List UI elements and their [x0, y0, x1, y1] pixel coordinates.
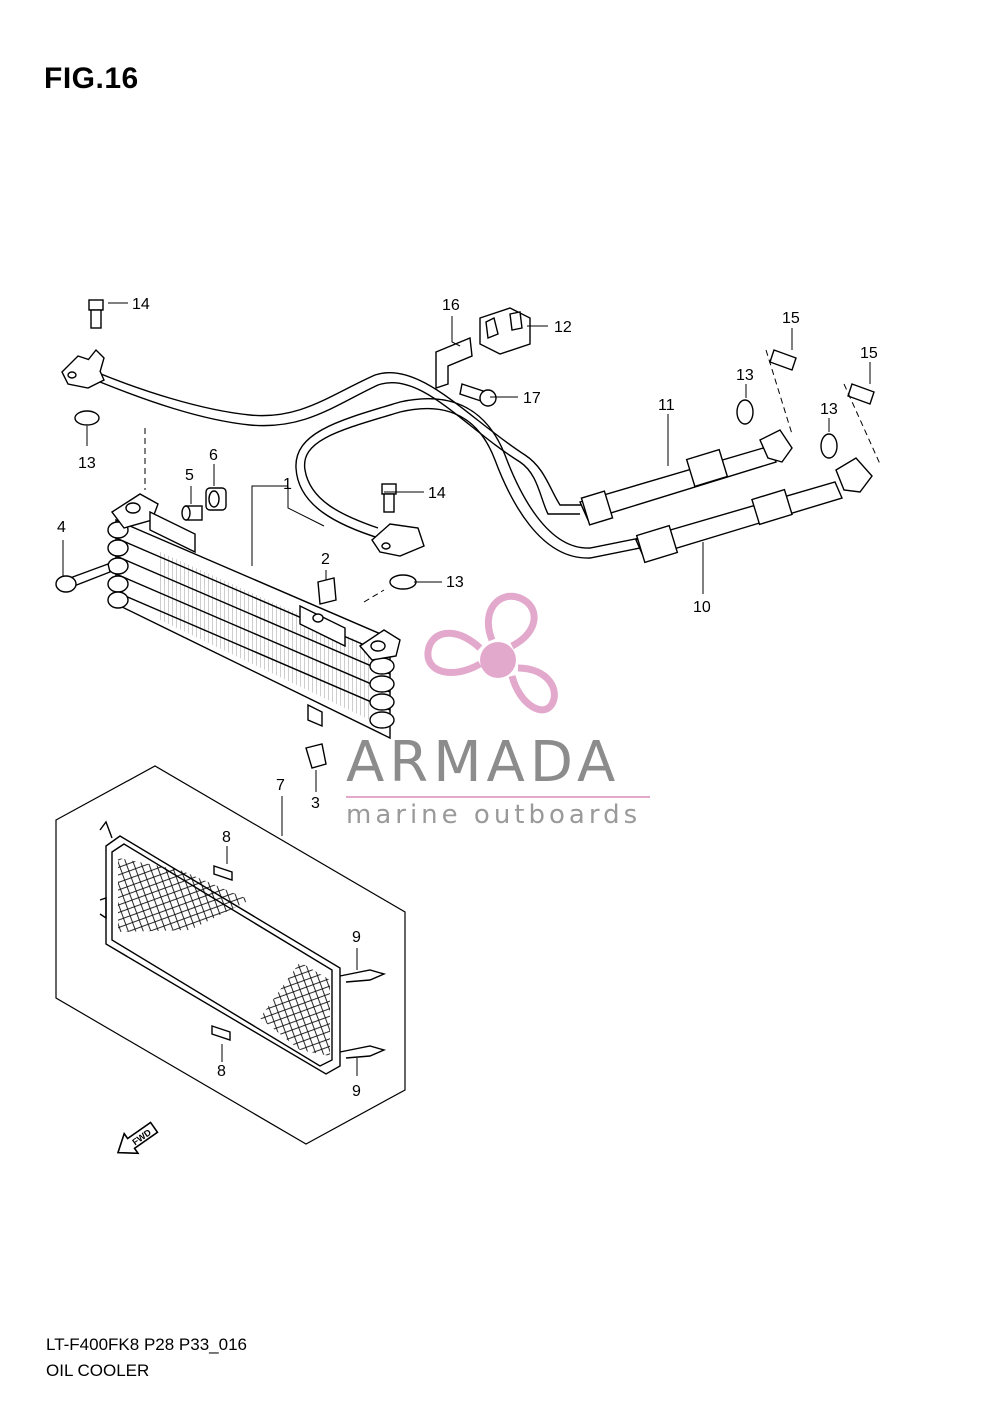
bolt-4: [55, 563, 111, 593]
callout-5: 5: [185, 467, 194, 484]
callout-1: 1: [283, 476, 292, 493]
callout-4: 4: [57, 519, 66, 536]
callout-8a: 8: [222, 829, 231, 846]
model-code: LT-F400FK8 P28 P33_016: [46, 1335, 247, 1354]
fwd-arrow-icon: FWD: [116, 1121, 159, 1155]
o-rings-13: [74, 399, 838, 590]
brand-divider: [346, 796, 650, 798]
callout-15a: 15: [782, 310, 800, 327]
callout-13b: 13: [446, 574, 464, 591]
callout-3: 3: [311, 795, 320, 812]
cooler-screen-7: [55, 765, 406, 1145]
callout-9b: 9: [352, 1083, 361, 1100]
callout-14b: 14: [428, 485, 446, 502]
clip-nut-2: [317, 577, 337, 605]
hose-10: [635, 457, 873, 564]
bracket-16: [435, 336, 473, 389]
bolts-15: [769, 349, 875, 405]
collar-5: [181, 505, 203, 521]
callout-14a: 14: [132, 296, 150, 313]
callout-2: 2: [321, 551, 330, 568]
callout-15b: 15: [860, 345, 878, 362]
cushion-12: [479, 307, 531, 355]
callout-12: 12: [554, 319, 572, 336]
callout-10: 10: [693, 599, 711, 616]
callout-7: 7: [276, 777, 285, 794]
callout-9a: 9: [352, 929, 361, 946]
callout-13d: 13: [820, 401, 838, 418]
oil-cooler-core: [107, 493, 401, 740]
bolt-17: [459, 383, 497, 407]
callout-8b: 8: [217, 1063, 226, 1080]
oil-pipe-upper: [95, 371, 585, 515]
callout-17: 17: [523, 390, 541, 407]
callout-16: 16: [442, 297, 460, 314]
figure-title: FIG.16: [44, 62, 139, 95]
brand-tagline: marine outboards: [346, 800, 642, 830]
callout-numbers: 14 14 13 13 13 13 4 5 6 1 2 3 7 8 8 9 9 …: [57, 296, 878, 1100]
pipe-flange-right: [371, 523, 425, 557]
brand-name: ARMADA: [346, 730, 621, 795]
propeller-logo-icon: [424, 592, 558, 714]
callout-13a: 13: [78, 455, 96, 472]
callout-11: 11: [658, 397, 675, 414]
clips-8: [211, 865, 233, 1041]
figure-caption: OIL COOLER: [46, 1361, 150, 1380]
callout-6: 6: [209, 447, 218, 464]
oil-pipe-lower: [295, 398, 641, 559]
bolts-14: [88, 299, 397, 513]
hose-11: [579, 429, 793, 526]
clip-nut-3: [305, 743, 327, 769]
callout-13c: 13: [736, 367, 754, 384]
pipe-flange-left: [61, 348, 105, 389]
grommet-6: [205, 487, 227, 511]
leader-lines: [62, 302, 881, 1076]
